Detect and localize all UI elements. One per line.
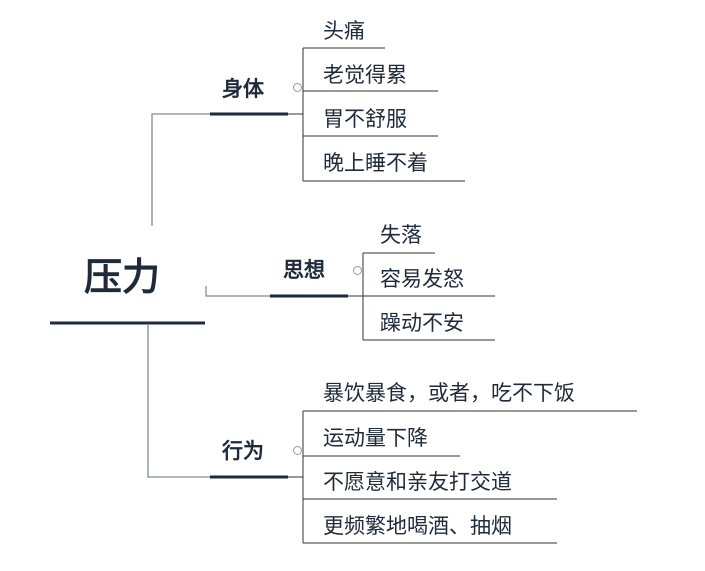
leaf-topic[interactable]: 胃不舒服 <box>323 107 407 131</box>
connector-thought <box>205 286 270 297</box>
leaf-topic[interactable]: 头痛 <box>323 19 365 43</box>
leaf-topic[interactable]: 老觉得累 <box>323 63 407 87</box>
branch-topic-body[interactable]: 身体 <box>222 77 264 101</box>
leaf-topic[interactable]: 容易发怒 <box>380 267 464 291</box>
leaf-topic[interactable]: 更频繁地喝酒、抽烟 <box>323 514 512 538</box>
root-topic[interactable]: 压力 <box>84 255 161 299</box>
connector-body <box>151 113 210 226</box>
branch-topic-behavior[interactable]: 行为 <box>222 439 264 463</box>
branch-topic-thought[interactable]: 思想 <box>283 258 325 282</box>
collapse-toggle-thought[interactable] <box>353 266 362 275</box>
leaf-topic[interactable]: 运动量下降 <box>323 426 428 450</box>
leaf-topic[interactable]: 晚上睡不着 <box>323 151 428 175</box>
leaf-lines-behavior <box>288 410 637 544</box>
collapse-toggle-behavior[interactable] <box>293 446 302 455</box>
connector-behavior <box>147 325 210 478</box>
leaf-topic[interactable]: 躁动不安 <box>380 311 464 335</box>
collapse-toggle-body[interactable] <box>293 83 302 92</box>
leaf-topic[interactable]: 不愿意和亲友打交道 <box>323 470 512 494</box>
leaf-lines-body <box>288 47 465 182</box>
leaf-topic[interactable]: 失落 <box>380 223 422 247</box>
leaf-topic[interactable]: 暴饮暴食，或者，吃不下饭 <box>323 381 575 405</box>
leaf-lines-thought <box>348 252 495 341</box>
